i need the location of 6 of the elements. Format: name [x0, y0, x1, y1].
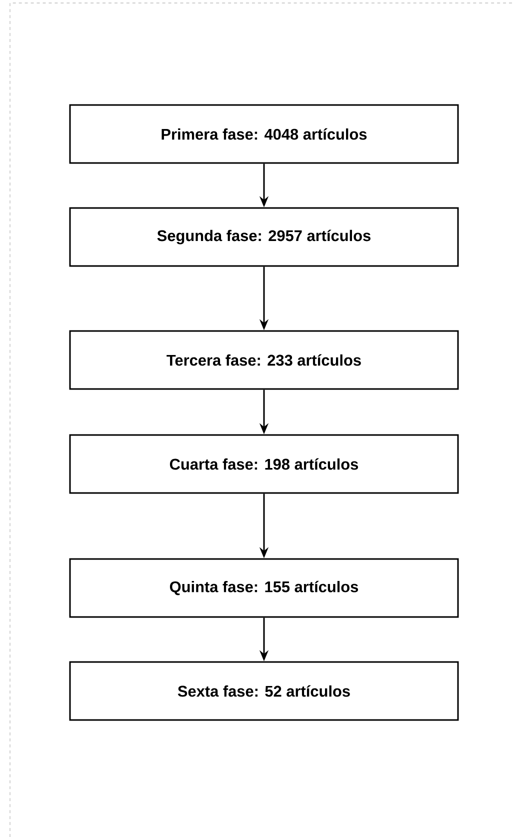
process-box: Quinta fase: 155 artículos: [69, 558, 459, 618]
process-box: Primera fase: 4048 artículos: [69, 104, 459, 164]
process-box: Tercera fase: 233 artículos: [69, 330, 459, 390]
process-box: Sexta fase: 52 artículos: [69, 661, 459, 721]
process-box: Cuarta fase: 198 artículos: [69, 434, 459, 494]
process-box: Segunda fase: 2957 artículos: [69, 207, 459, 267]
